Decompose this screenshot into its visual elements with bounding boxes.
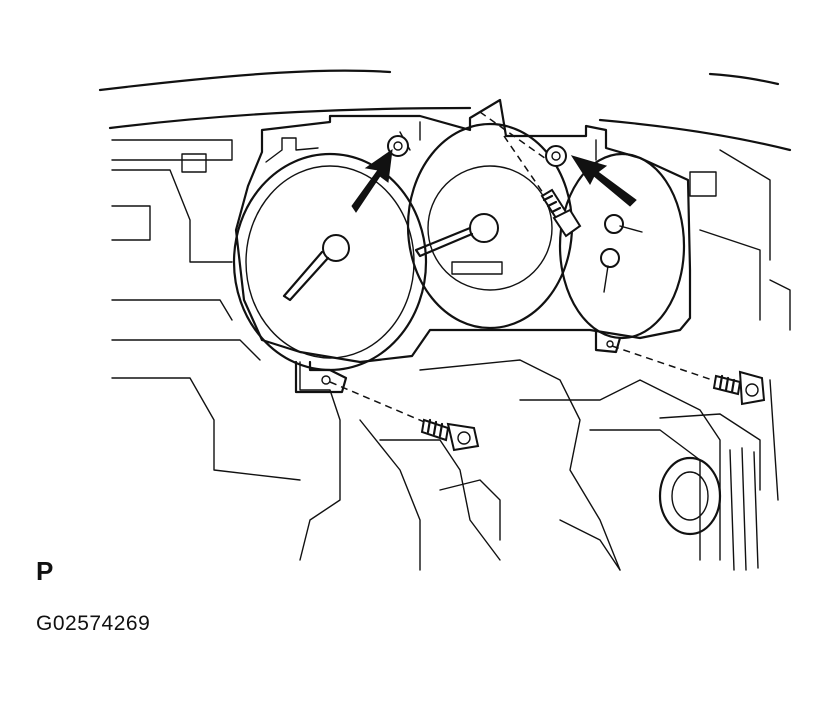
steering-column (299, 359, 761, 571)
screw-icon (712, 370, 766, 406)
arrow-icon (570, 155, 637, 207)
arrow-icon (351, 148, 393, 213)
screw-icon (540, 188, 582, 238)
screw-icon (420, 418, 480, 452)
screw-hole-left (387, 135, 409, 157)
speedometer-gauge (232, 152, 428, 372)
screw-hole-right (545, 145, 567, 167)
guide-lines (329, 111, 731, 433)
figure-code: G02574269 (36, 612, 151, 635)
lower-bracket (294, 328, 622, 394)
view-label: P (36, 556, 54, 586)
dashboard-outline (98, 69, 792, 501)
fuel-temp-gauges (558, 152, 686, 340)
